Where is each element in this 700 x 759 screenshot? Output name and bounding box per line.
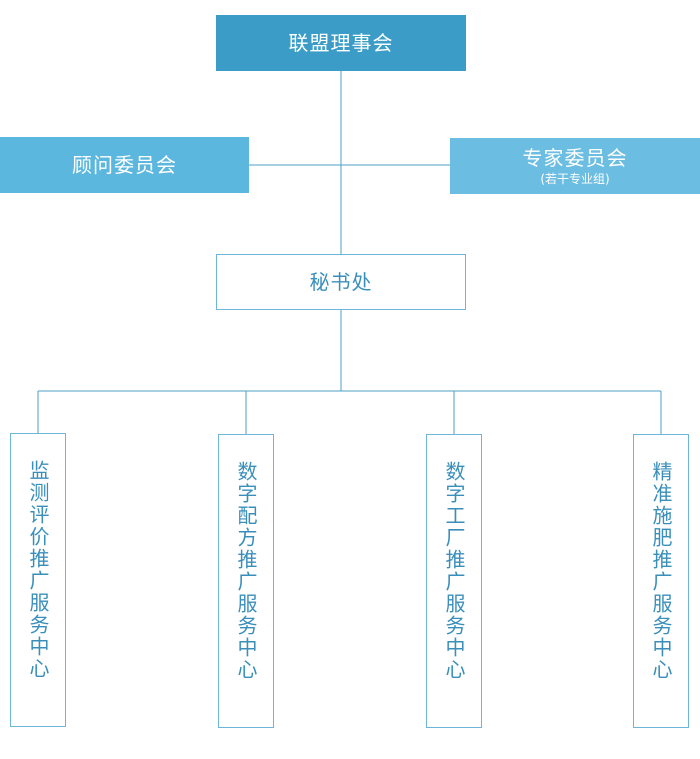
center-label-digital-factory: 数字工厂推广服务中心 xyxy=(442,461,466,681)
advisory-committee-label: 顾问委员会 xyxy=(72,153,177,177)
center-node-monitoring: 监测评价推广服务中心 xyxy=(10,433,66,727)
root-node: 联盟理事会 xyxy=(216,15,466,71)
center-label-digital-formula: 数字配方推广服务中心 xyxy=(234,461,258,681)
center-node-precision-fertilization: 精准施肥推广服务中心 xyxy=(633,434,689,728)
advisory-committee-node: 顾问委员会 xyxy=(0,137,249,193)
root-node-label: 联盟理事会 xyxy=(288,31,394,55)
expert-committee-node: 专家委员会 (若干专业组) xyxy=(450,138,700,194)
secretariat-node: 秘书处 xyxy=(216,254,466,310)
expert-committee-label: 专家委员会 xyxy=(522,145,628,170)
center-label-monitoring: 监测评价推广服务中心 xyxy=(26,460,50,680)
center-label-precision-fertilization: 精准施肥推广服务中心 xyxy=(649,461,673,681)
expert-committee-note: (若干专业组) xyxy=(540,171,610,186)
center-node-digital-factory: 数字工厂推广服务中心 xyxy=(426,434,482,728)
secretariat-label: 秘书处 xyxy=(309,270,373,294)
center-node-digital-formula: 数字配方推广服务中心 xyxy=(218,434,274,728)
